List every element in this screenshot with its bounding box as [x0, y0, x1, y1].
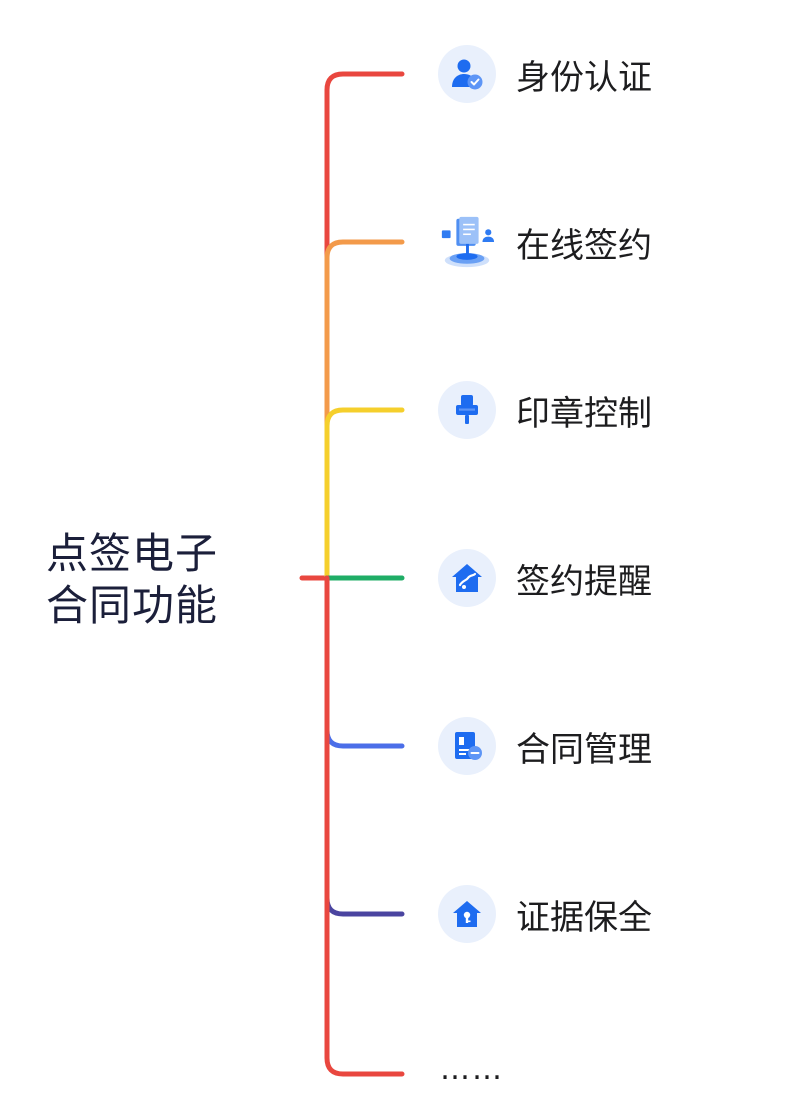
feature-signing-reminder: 签约提醒	[438, 548, 652, 608]
root-topic: 点签电子 合同功能	[46, 528, 266, 632]
more-ellipsis: ……	[440, 1052, 504, 1087]
house-reminder-icon	[438, 549, 496, 607]
feature-identity-verification: 身份认证	[438, 44, 652, 104]
feature-contract-management: 合同管理	[438, 716, 652, 776]
user-verified-icon	[438, 45, 496, 103]
seal-stamp-icon	[438, 381, 496, 439]
root-topic-line-1: 点签电子	[46, 529, 219, 578]
branch-line-online-sign	[324, 239, 405, 581]
feature-label: 合同管理	[516, 729, 652, 770]
feature-label: 证据保全	[516, 897, 652, 938]
branch-line-more	[324, 575, 405, 1077]
root-topic-line-2: 合同功能	[46, 581, 219, 630]
feature-online-signing: 在线签约	[438, 212, 652, 272]
online-sign-icon	[438, 213, 496, 271]
feature-label: 在线签约	[516, 225, 652, 266]
feature-seal-control: 印章控制	[438, 380, 652, 440]
feature-label: 签约提醒	[516, 561, 652, 602]
feature-label: 印章控制	[516, 393, 652, 434]
branch-line-identity	[324, 71, 405, 581]
branch-line-manage	[324, 575, 405, 749]
document-manage-icon	[438, 717, 496, 775]
feature-label: 身份认证	[516, 57, 652, 98]
feature-evidence-preservation: 证据保全	[438, 884, 652, 944]
branch-line-seal	[324, 407, 405, 581]
house-key-icon	[438, 885, 496, 943]
